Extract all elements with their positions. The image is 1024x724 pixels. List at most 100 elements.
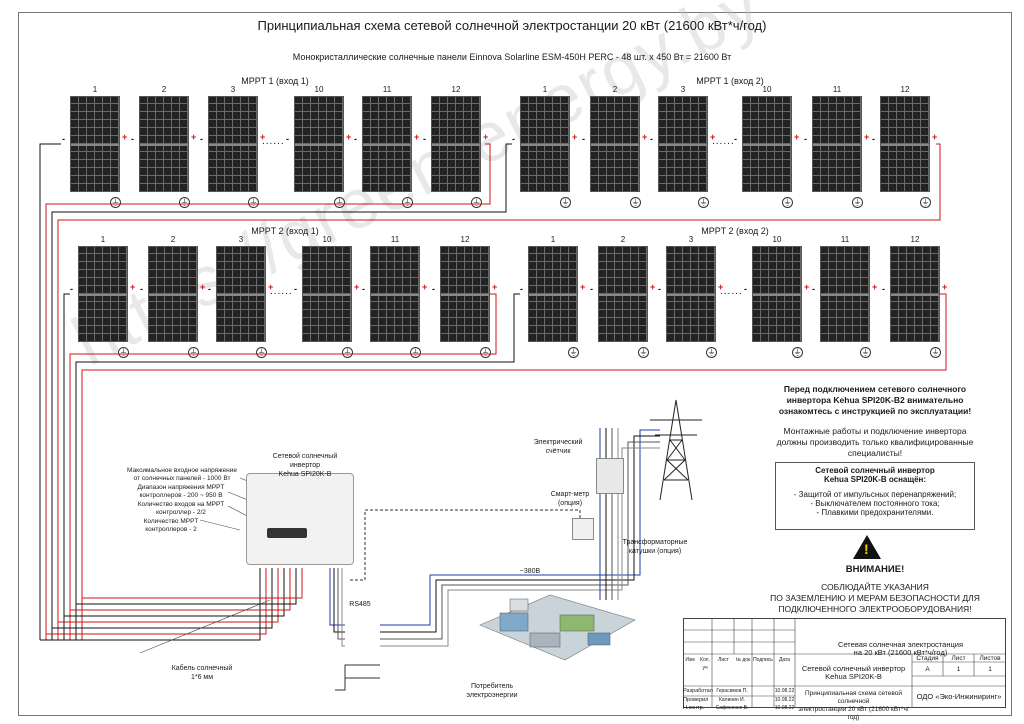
solar-panel	[590, 96, 640, 192]
plus-terminal: +	[710, 132, 716, 142]
stamp-sheet-value: 1	[956, 666, 961, 673]
inverter-label-line1: Сетевой солнечный	[272, 453, 338, 460]
stamp-col-sign: Подпись	[753, 657, 773, 663]
solar-panel	[752, 246, 802, 342]
equipment-item-fuses: - Плавкими предохранителями.	[816, 508, 934, 517]
inverter-equipment-box: Сетевой солнечный инвертор Kehua SPI20K-…	[775, 462, 975, 530]
solar-panel	[139, 96, 189, 192]
panel-number: 1	[92, 85, 98, 94]
minus-terminal: -	[354, 134, 357, 144]
group-label-mppt1-in2: MPPT 1 (вход 2)	[696, 76, 764, 86]
ground-icon: ⏚	[930, 347, 941, 358]
panel-number: 1	[550, 235, 556, 244]
stamp-name-norm: Сафоненко В.	[715, 705, 749, 711]
minus-terminal: -	[744, 284, 747, 294]
minus-terminal: -	[70, 284, 73, 294]
panel-number: 11	[832, 85, 842, 94]
warning-line3: ознакомтесь с инструкцией по эксплуатаци…	[778, 406, 972, 416]
consumer-label: Потребитель электроэнергии	[462, 682, 522, 700]
plus-terminal: +	[483, 132, 489, 142]
panel-number: 12	[451, 85, 461, 94]
solar-panel	[890, 246, 940, 342]
stamp-project: Сетевая солнечная электростанция на 20 к…	[795, 641, 1006, 657]
solar-panel	[528, 246, 578, 342]
plus-terminal: +	[414, 132, 420, 142]
panel-ellipsis: ......	[262, 136, 285, 147]
title-block	[683, 618, 1006, 708]
minus-terminal: -	[423, 134, 426, 144]
stamp-name-checker: Калинин И.	[718, 697, 746, 703]
ground-icon: ⏚	[920, 197, 931, 208]
ground-icon: ⏚	[706, 347, 717, 358]
ground-icon: ⏚	[560, 197, 571, 208]
stamp-project-line1: Сетевая солнечная электростанция	[837, 640, 964, 649]
minus-terminal: -	[582, 134, 585, 144]
diagram-title: Принципиальная схема сетевой солнечной э…	[257, 18, 767, 33]
solar-panel	[208, 96, 258, 192]
stamp-stage-value: А	[925, 666, 930, 673]
panel-number: 10	[314, 85, 324, 94]
stamp-col-kol: Кол. уч	[700, 657, 710, 671]
plus-terminal: +	[354, 282, 360, 292]
spec-inputs-line2: контроллер - 2/2	[156, 509, 206, 516]
minus-terminal: -	[208, 284, 211, 294]
panel-number: 3	[680, 85, 686, 94]
group-label-mppt2-in2: MPPT 2 (вход 2)	[701, 226, 769, 236]
panel-number: 2	[612, 85, 618, 94]
ground-icon: ⏚	[638, 347, 649, 358]
panel-number: 12	[910, 235, 920, 244]
solar-panel	[666, 246, 716, 342]
plus-terminal: +	[864, 132, 870, 142]
ground-icon: ⏚	[410, 347, 421, 358]
plus-terminal: +	[572, 132, 578, 142]
ground-icon: ⏚	[342, 347, 353, 358]
plus-terminal: +	[650, 282, 656, 292]
plus-terminal: +	[942, 282, 948, 292]
minus-terminal: -	[590, 284, 593, 294]
minus-terminal: -	[286, 134, 289, 144]
minus-terminal: -	[872, 134, 875, 144]
panel-number: 2	[620, 235, 626, 244]
stamp-project-line2: на 20 кВт (21600 кВт*ч/год)	[853, 648, 948, 657]
ground-icon: ⏚	[792, 347, 803, 358]
cable-label: Кабель солнечный 1*6 мм	[162, 664, 242, 682]
stamp-date-developer: 10.08.22	[774, 688, 795, 694]
warning-line4: Монтажные работы и подключение инвертора	[783, 426, 967, 436]
ground-icon: ⏚	[118, 347, 129, 358]
minus-terminal: -	[734, 134, 737, 144]
warning-read-instructions: Перед подключением сетевого солнечного и…	[745, 384, 1005, 417]
panel-number: 10	[322, 235, 332, 244]
spec-max-voltage: Максимальное входное напряжение от солне…	[122, 467, 242, 483]
plus-terminal: +	[200, 282, 206, 292]
spec-mppt-count-line1: Количество MPPT	[143, 518, 199, 525]
attention-line3: ПОДКЛЮЧЕННОГО ЭЛЕКТРООБОРУДОВАНИЯ!	[778, 604, 972, 614]
ground-icon: ⏚	[471, 197, 482, 208]
minus-terminal: -	[62, 134, 65, 144]
solar-panel	[598, 246, 648, 342]
smart-meter	[572, 518, 594, 540]
minus-terminal: -	[432, 284, 435, 294]
consumer-label-line1: Потребитель	[470, 683, 514, 690]
panel-number: 3	[230, 85, 236, 94]
warning-qualified-staff: Монтажные работы и подключение инвертора…	[745, 426, 1005, 459]
stamp-sheet-title: Сетевой солнечный инвертор Kehua SPI20K-…	[795, 665, 912, 681]
ground-icon: ⏚	[248, 197, 259, 208]
stamp-sheet-title-line2: Kehua SPI20K-B	[825, 672, 882, 681]
panel-number: 12	[900, 85, 910, 94]
stamp-description: Принципиальная схема сетевой солнечной э…	[795, 690, 912, 722]
plus-terminal: +	[718, 282, 724, 292]
stamp-sheets-header: Листов	[979, 655, 1001, 662]
minus-terminal: -	[294, 284, 297, 294]
minus-terminal: -	[362, 284, 365, 294]
attention-line1: СОБЛЮДАЙТЕ УКАЗАНИЯ	[821, 582, 929, 592]
panel-number: 12	[460, 235, 470, 244]
solar-panel	[742, 96, 792, 192]
stamp-stage-header: Стадия	[916, 655, 939, 662]
plus-terminal: +	[268, 282, 274, 292]
ground-icon: ⏚	[568, 347, 579, 358]
transformer-label-line2: катушки (опция)	[628, 548, 682, 555]
attention-heading: ВНИМАНИЕ!	[845, 564, 905, 575]
consumer-buildings-illustration	[470, 585, 640, 675]
stamp-organization: ОДО «Эко-Инжиниринг»	[916, 692, 1002, 701]
